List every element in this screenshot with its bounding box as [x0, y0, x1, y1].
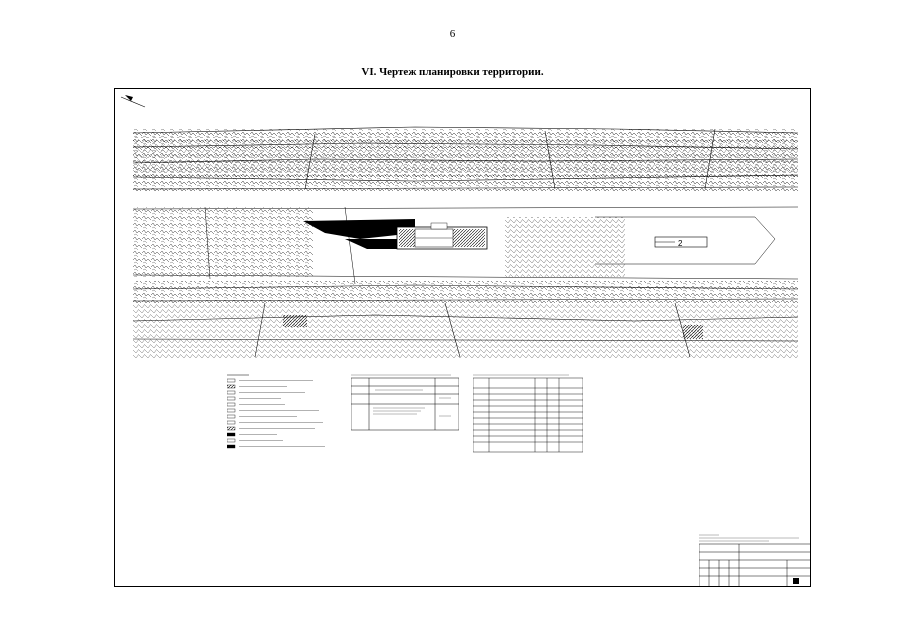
drawing-sheet: 2: [114, 88, 811, 587]
page-title: VI. Чертеж планировки территории.: [361, 66, 544, 78]
title-block: [699, 534, 810, 586]
table-objects: [473, 374, 583, 453]
north-arrow-icon: [120, 95, 146, 108]
page-number: 6: [449, 28, 456, 40]
area-label: 2: [678, 239, 683, 248]
legend-block: [227, 374, 325, 449]
territory-plan-drawing: 2: [120, 95, 799, 358]
table-zones: [351, 374, 459, 431]
